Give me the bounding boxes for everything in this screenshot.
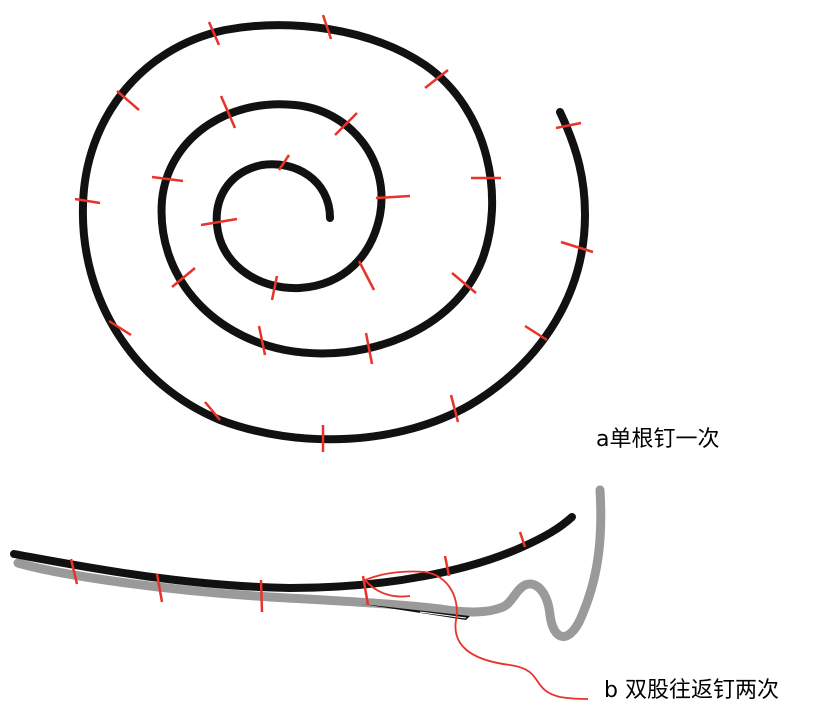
stitch xyxy=(518,531,527,548)
stitch xyxy=(74,197,101,205)
stitch xyxy=(171,267,196,288)
stitch xyxy=(443,555,451,577)
stitch xyxy=(277,154,291,171)
stitch xyxy=(257,325,267,356)
needle xyxy=(362,604,470,620)
stitch xyxy=(451,272,477,294)
grey-strand xyxy=(13,485,606,641)
stitch xyxy=(375,194,411,200)
stitch xyxy=(207,21,221,46)
caption-a: a单根钉一次 xyxy=(596,427,720,452)
spiral-cord xyxy=(78,21,590,444)
caption-b: b 双股往返钉两次 xyxy=(604,678,779,703)
stitch xyxy=(155,573,164,603)
stitch xyxy=(364,332,374,365)
stitch xyxy=(116,90,140,111)
stitch xyxy=(361,575,370,606)
stitch xyxy=(560,240,594,254)
black-cord xyxy=(10,513,576,593)
spiral-stitches xyxy=(74,14,594,452)
stitch xyxy=(200,217,238,227)
stitch xyxy=(321,14,333,40)
needle-shaft xyxy=(362,604,470,620)
stitch xyxy=(151,175,184,183)
stitch xyxy=(69,558,79,585)
stitch xyxy=(259,579,264,613)
stitch xyxy=(219,95,237,129)
stitch xyxy=(334,112,358,136)
stitch xyxy=(424,69,449,89)
red-thread xyxy=(364,570,589,700)
stitch xyxy=(357,260,376,291)
stitch xyxy=(555,121,582,130)
panel-a-spiral xyxy=(74,14,594,452)
stitch xyxy=(108,319,132,337)
stitch xyxy=(449,394,460,423)
stitch xyxy=(270,275,279,301)
needle-eye xyxy=(419,611,467,619)
strand-stitches xyxy=(69,531,527,613)
stitch xyxy=(204,401,221,421)
stitch xyxy=(524,324,548,342)
panel-b-double-strand xyxy=(10,485,606,700)
